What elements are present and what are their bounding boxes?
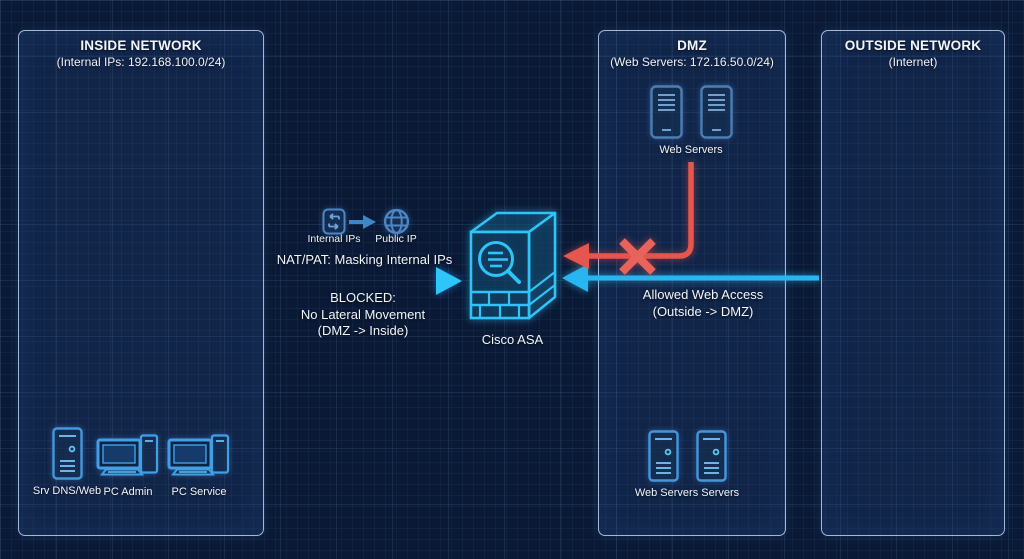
internal-ips-label: Internal IPs xyxy=(307,233,361,245)
panel-dmz: DMZ (Web Servers: 172.16.50.0/24) xyxy=(598,30,786,536)
outside-network-subtitle: (Internet) xyxy=(888,55,938,69)
blocked-line2: No Lateral Movement xyxy=(300,306,426,322)
nat-swap-icon xyxy=(322,208,346,240)
server-icon xyxy=(699,85,733,139)
server-icon xyxy=(695,430,727,482)
dmz-web-servers-top: Web Servers xyxy=(630,85,752,156)
server-icon xyxy=(51,427,83,480)
inside-network-subtitle: (Internal IPs: 192.168.100.0/24) xyxy=(56,55,226,69)
allowed-line1: Allowed Web Access xyxy=(642,287,764,302)
pc-service-label: PC Service xyxy=(171,486,227,498)
firewall-icon xyxy=(469,211,556,320)
server-icon xyxy=(647,430,679,482)
inside-network-title: INSIDE NETWORK xyxy=(80,38,202,53)
srv-dns-web-label: Srv DNS/Web xyxy=(32,485,102,497)
outside-network-title: OUTSIDE NETWORK xyxy=(844,38,982,53)
blocked-line3: (DMZ -> Inside) xyxy=(317,323,409,338)
dmz-title: DMZ xyxy=(677,38,707,53)
desktop-pc-icon xyxy=(167,434,230,476)
dmz-web-servers-bottom: Web Servers Servers xyxy=(624,430,750,499)
inside-pc-admin: PC Admin xyxy=(93,434,163,498)
blocked-line1: BLOCKED: xyxy=(330,290,396,305)
inside-server-srv-dns-web: Srv DNS/Web xyxy=(22,427,112,497)
dmz-subtitle: (Web Servers: 172.16.50.0/24) xyxy=(610,55,774,69)
nat-caption-text: NAT/PAT: Masking Internal IPs xyxy=(276,252,453,267)
nat-caption: NAT/PAT: Masking Internal IPs xyxy=(262,252,467,269)
pc-admin-label: PC Admin xyxy=(103,486,153,498)
public-ip-globe-icon xyxy=(383,208,410,240)
public-ip-label: Public IP xyxy=(375,233,417,245)
dmz-bottom-servers-label: Web Servers Servers xyxy=(634,487,740,499)
allowed-caption: Allowed Web Access (Outside -> DMZ) xyxy=(612,287,794,320)
cisco-asa-firewall: Cisco ASA xyxy=(455,206,570,347)
panel-outside-network: OUTSIDE NETWORK (Internet) xyxy=(821,30,1005,536)
inside-pc-service: PC Service xyxy=(164,434,234,498)
firewall-label: Cisco ASA xyxy=(481,332,544,347)
server-icon xyxy=(649,85,683,139)
dmz-top-servers-label: Web Servers xyxy=(659,144,723,156)
desktop-pc-icon xyxy=(96,434,159,476)
nat-translation-arrow xyxy=(349,215,376,229)
allowed-line2: (Outside -> DMZ) xyxy=(652,303,754,319)
blocked-caption: BLOCKED: No Lateral Movement (DMZ -> Ins… xyxy=(272,290,454,340)
